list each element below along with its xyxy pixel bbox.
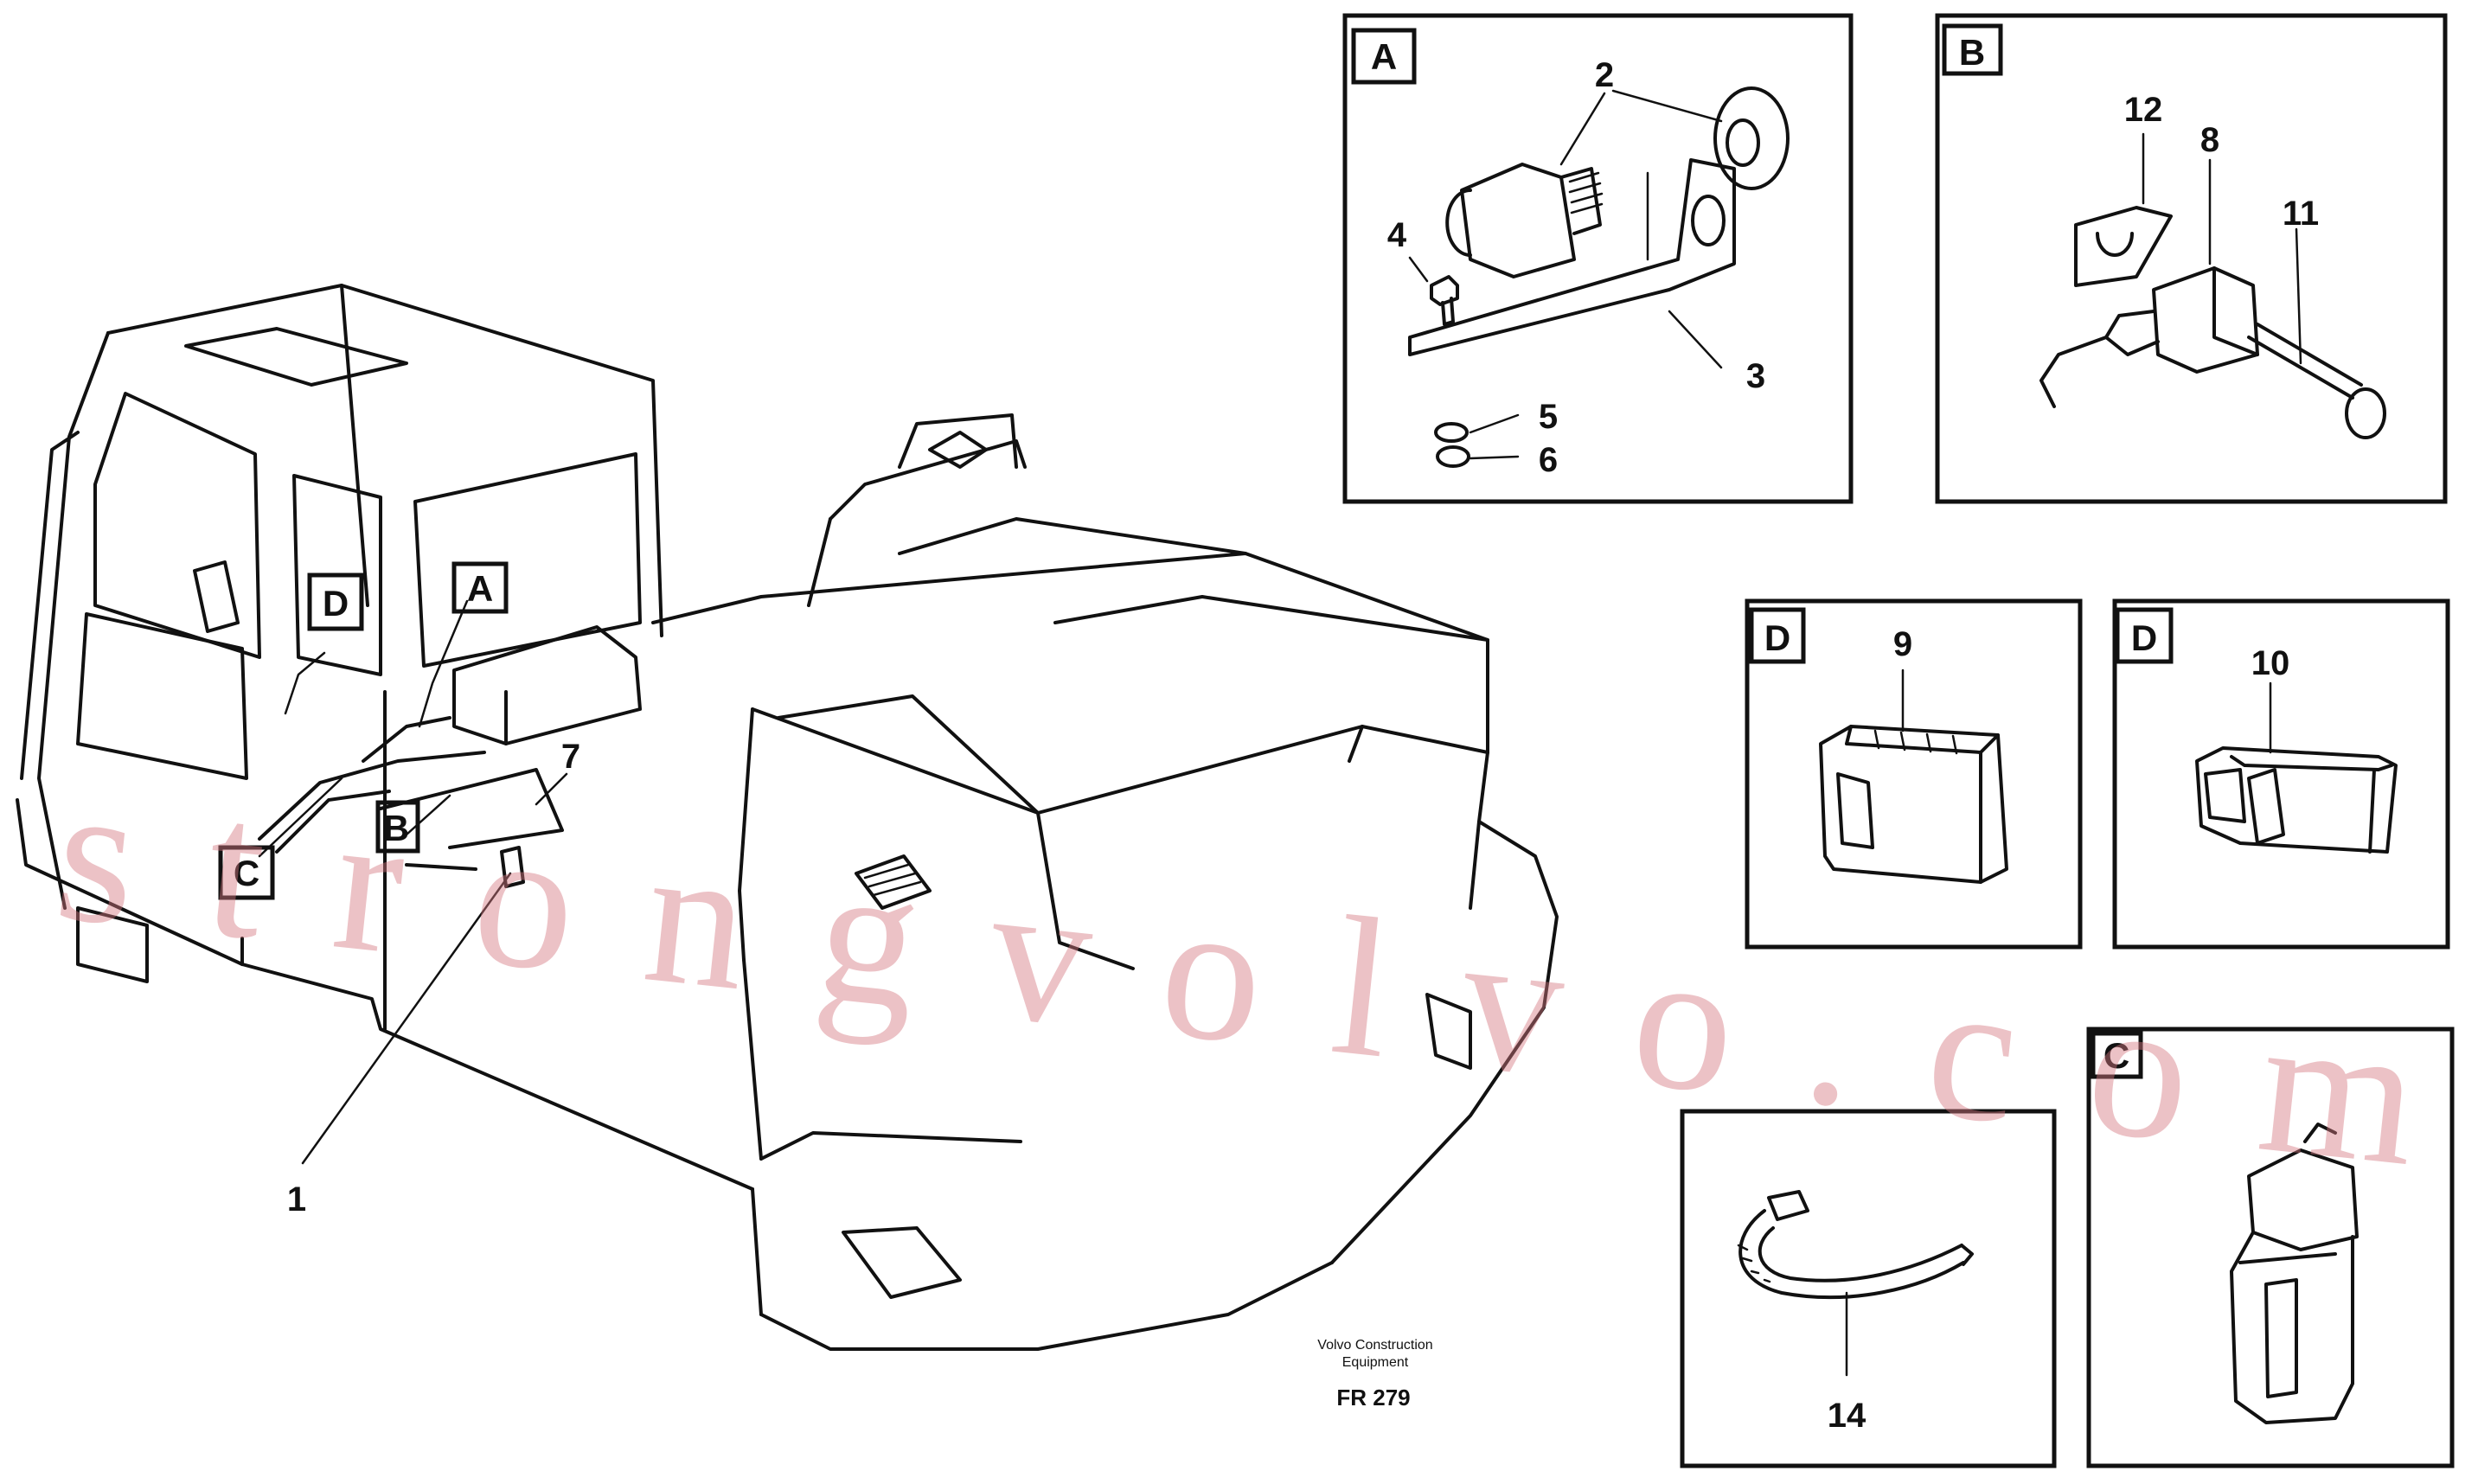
panel-b: B 12 8 11	[1935, 13, 2448, 504]
panel-b-item-11: 11	[2283, 195, 2319, 233]
footer-line1: Volvo Construction	[1317, 1338, 1432, 1353]
panel-d1-letter: D	[1764, 617, 1790, 658]
panel-d-relay-10: D 10	[2112, 598, 2450, 950]
callout-d-main: D	[307, 572, 364, 631]
panel-d2-letter: D	[2131, 617, 2157, 658]
callout-7-main: 7	[561, 738, 580, 776]
panel-a-item-6: 6	[1539, 441, 1558, 479]
panel-d2-item-10: 10	[2251, 644, 2290, 682]
panel-d1-item-9: 9	[1893, 625, 1912, 663]
tie-item-14: 14	[1828, 1397, 1867, 1435]
panel-b-item-12: 12	[2124, 91, 2163, 129]
callout-b-main: B	[375, 800, 420, 854]
callout-c-main: C	[218, 845, 275, 900]
panel-d-relay-9: D 9	[1745, 598, 2083, 950]
panel-c: C	[2086, 1027, 2455, 1468]
footer-block: Volvo Construction Equipment FR 279	[1317, 1338, 1432, 1410]
svg-text:A: A	[467, 568, 493, 609]
footer-line2: Equipment	[1342, 1355, 1409, 1370]
panel-c-letter: C	[2103, 1035, 2129, 1076]
callout-1-main: 1	[287, 1180, 306, 1219]
excavator-main-view	[16, 284, 1559, 1351]
panel-a-item-5: 5	[1539, 398, 1558, 436]
panel-a-item-3: 3	[1746, 357, 1765, 395]
watermark: strongvolvo.com	[48, 740, 2428, 1207]
panel-a-item-2: 2	[1595, 56, 1614, 94]
footer-code: FR 279	[1336, 1385, 1410, 1410]
svg-text:D: D	[323, 583, 349, 624]
svg-text:B: B	[383, 808, 409, 848]
svg-text:C: C	[234, 853, 259, 893]
panel-cable-tie: 14	[1680, 1109, 2057, 1468]
panel-a-item-4: 4	[1387, 216, 1407, 254]
panel-a: A 2 3 4 5 6	[1342, 13, 1854, 504]
panel-b-letter: B	[1959, 32, 1985, 73]
panel-b-item-8: 8	[2200, 121, 2219, 159]
callout-a-main: A	[451, 561, 509, 614]
panel-a-letter: A	[1371, 36, 1397, 77]
